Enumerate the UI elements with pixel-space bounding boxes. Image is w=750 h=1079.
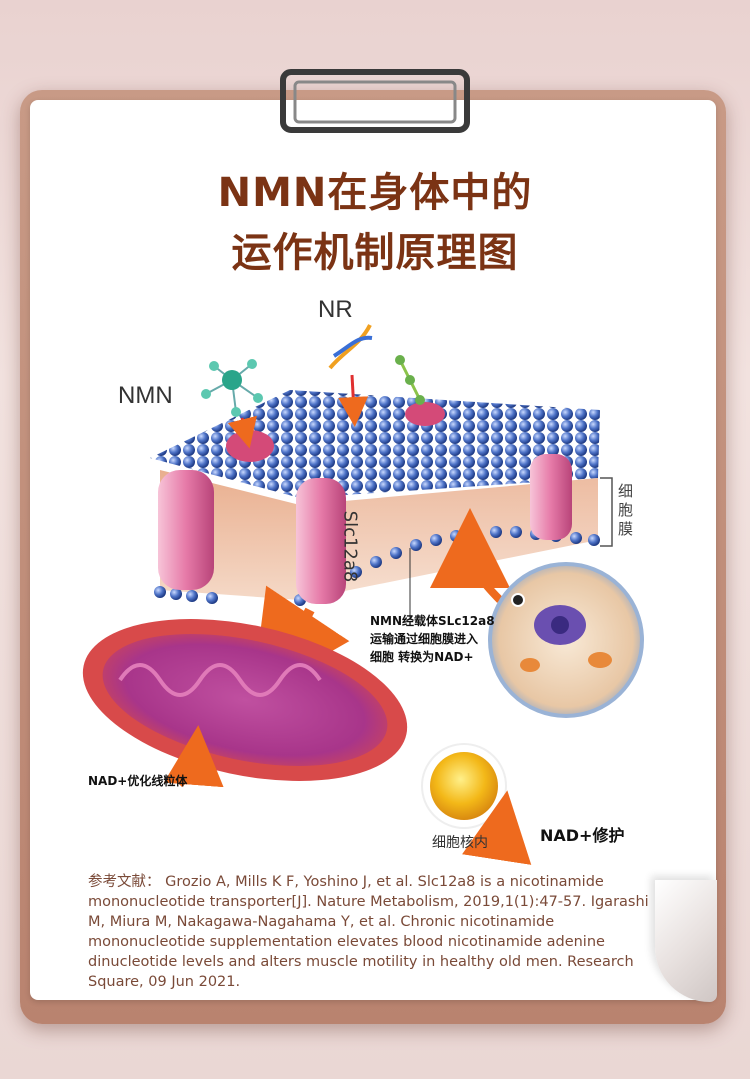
membrane-label: 细胞膜 <box>618 482 636 539</box>
nucleus-label: 细胞核内 <box>432 832 488 852</box>
cell-icon <box>490 564 642 716</box>
description-line1: NMN经载体SLc12a8 <box>370 612 495 630</box>
description-line3: 细胞 转换为NAD+ <box>370 648 495 666</box>
nucleus-icon <box>422 744 506 828</box>
nr-receptor <box>405 402 445 426</box>
nmn-receptor <box>226 430 274 462</box>
nr-arrow <box>352 375 354 412</box>
transporter-label: Slc12a8 <box>339 511 360 583</box>
membrane-bracket <box>600 478 612 546</box>
reference-1: Grozio A, Mills K F, Yoshino J, et al. S… <box>88 874 604 910</box>
transport-description: NMN经载体SLc12a8 运输通过细胞膜进入 细胞 转换为NAD+ <box>370 612 495 666</box>
references: 参考文献： Grozio A, Mills K F, Yoshino J, et… <box>88 872 668 992</box>
nr-dna-icon <box>330 325 372 368</box>
repair-arrow <box>502 825 525 858</box>
references-prefix: 参考文献： <box>88 874 161 890</box>
nr-label: NR <box>318 296 353 324</box>
nmn-label: NMN <box>118 382 173 410</box>
mitochondria-label: NAD+优化线粒体 <box>88 772 187 789</box>
description-line2: 运输通过细胞膜进入 <box>370 630 495 648</box>
repair-label: NAD+修护 <box>540 822 624 846</box>
